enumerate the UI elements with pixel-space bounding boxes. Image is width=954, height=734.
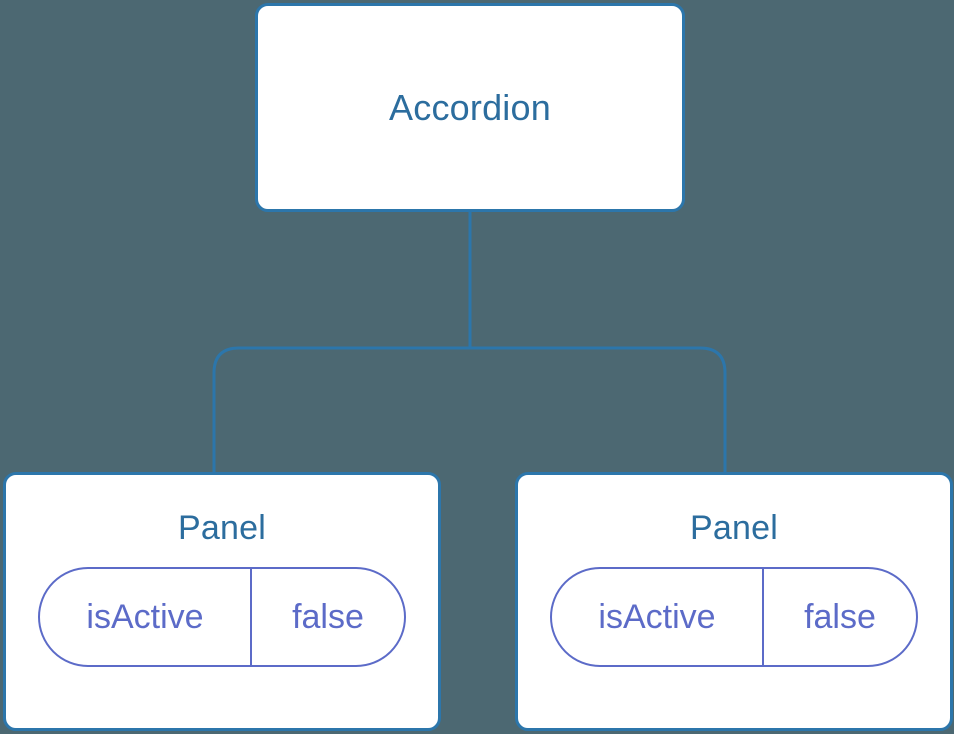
- edge-children-bus: [212, 346, 727, 473]
- state-key-left: isActive: [40, 569, 252, 665]
- node-panel-right[interactable]: Panel isActive false: [515, 472, 953, 731]
- node-panel-left[interactable]: Panel isActive false: [3, 472, 441, 731]
- node-panel-right-title: Panel: [690, 509, 778, 547]
- node-accordion-title: Accordion: [389, 86, 551, 128]
- state-value-left: false: [292, 598, 364, 636]
- state-pill-right[interactable]: isActive false: [550, 567, 918, 667]
- node-accordion[interactable]: Accordion: [255, 3, 685, 212]
- state-key-right: isActive: [552, 569, 764, 665]
- node-panel-left-title: Panel: [178, 509, 266, 547]
- state-pill-left[interactable]: isActive false: [38, 567, 406, 667]
- state-value-right: false: [804, 598, 876, 636]
